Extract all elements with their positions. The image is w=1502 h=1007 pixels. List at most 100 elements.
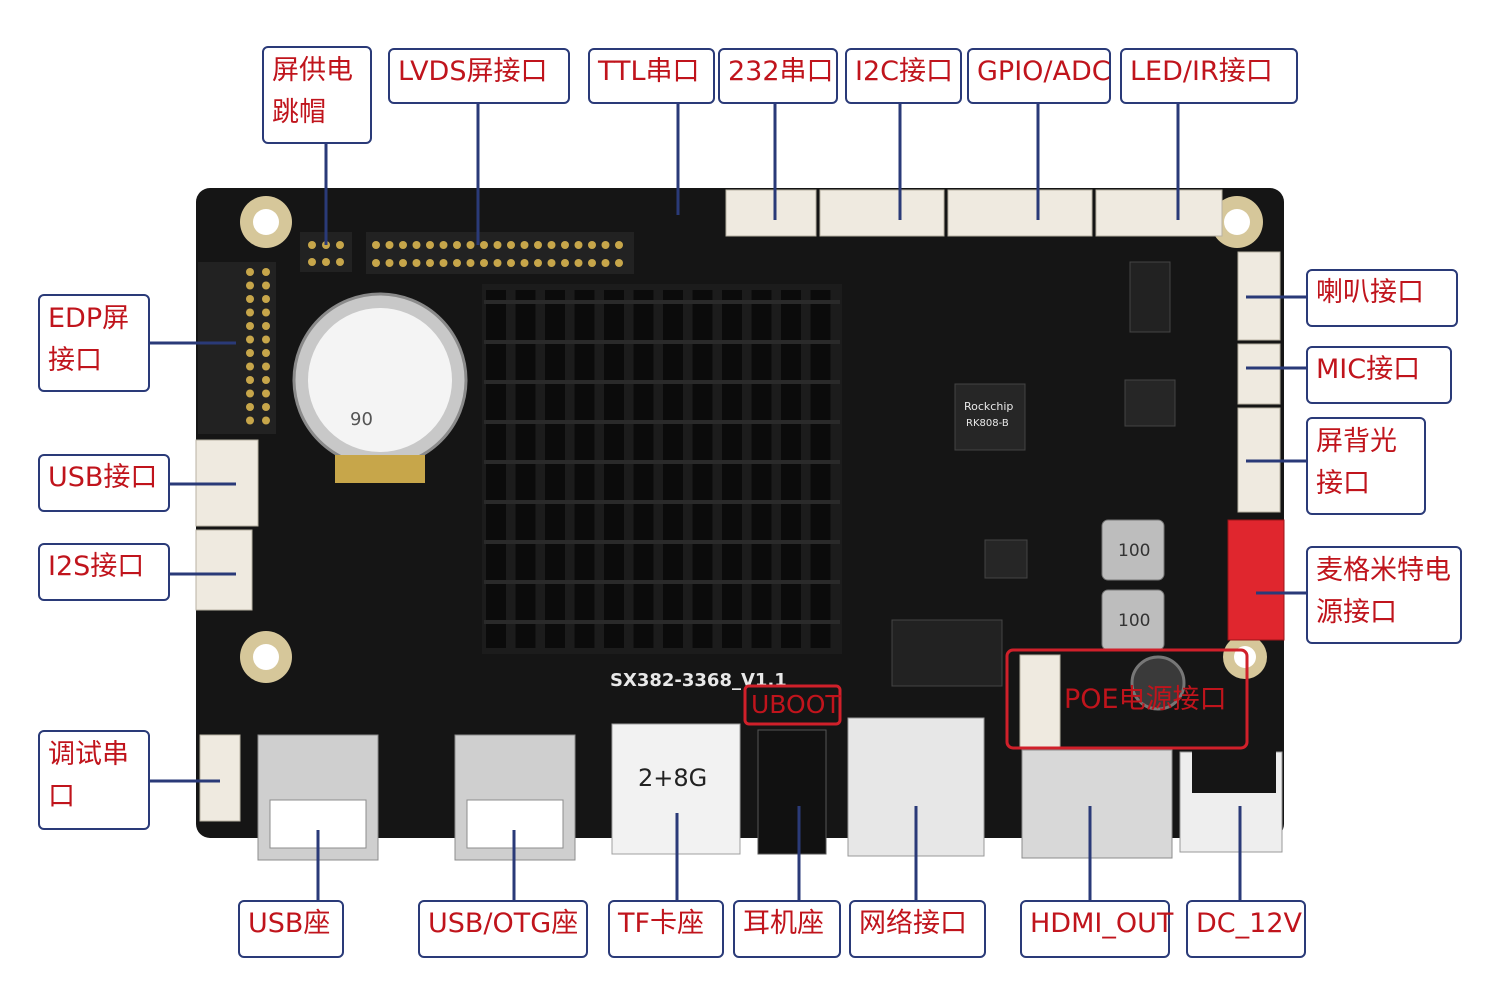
header-pin	[246, 349, 254, 357]
header-pin	[372, 241, 380, 249]
poe-connector	[1019, 654, 1061, 748]
battery-text: 90	[350, 409, 373, 430]
header-pin	[507, 241, 515, 249]
header-pin	[561, 259, 569, 267]
header-pin	[601, 241, 610, 249]
header-pin	[246, 376, 254, 384]
header-pin	[574, 259, 583, 267]
label-ttl-serial: TTL串口	[588, 48, 715, 104]
header-pin	[322, 258, 330, 266]
header-pin	[547, 241, 556, 249]
header-pin	[336, 258, 344, 266]
label-hdmi-out: HDMI_OUT	[1020, 900, 1173, 958]
label-led-ir-port: LED/IR接口	[1120, 48, 1298, 104]
header-pin	[493, 241, 502, 249]
heatsink-fin	[604, 290, 624, 648]
header-pin	[262, 322, 270, 330]
header-pin	[246, 403, 254, 411]
header-pin	[262, 335, 270, 344]
header-pin	[547, 259, 556, 267]
pmic-chip: Rockchip RK808-B	[954, 383, 1026, 451]
header-pin	[262, 268, 270, 276]
header-pin	[262, 308, 270, 317]
heatsink-groove	[484, 420, 840, 424]
header-pin	[246, 268, 254, 276]
label-usb-port: USB接口	[38, 454, 170, 512]
header-pin	[426, 259, 434, 267]
tf-card-text: 2+8G	[638, 764, 707, 792]
header-pin	[262, 389, 270, 398]
header-pin	[588, 241, 596, 249]
header-pin	[534, 259, 542, 267]
coin-battery: 90	[292, 292, 468, 483]
label-uboot: UBOOT	[751, 690, 841, 719]
header-pin	[480, 259, 488, 267]
header-pin	[385, 241, 394, 249]
header-pin	[262, 349, 270, 357]
header-pin	[262, 362, 270, 371]
header-pin	[246, 416, 254, 425]
heatsink-fin	[545, 290, 565, 648]
header-pin	[246, 389, 254, 398]
header-pin	[399, 241, 407, 249]
label-i2c-port: I2C接口	[845, 48, 962, 104]
label-232-serial: 232串口	[718, 48, 838, 104]
small-ics	[891, 261, 1176, 687]
heatsink-groove	[484, 380, 840, 384]
label-usb-socket: USB座	[238, 900, 344, 958]
header-pin	[453, 241, 461, 249]
header-pin	[453, 259, 461, 267]
top-white-connectors	[725, 189, 1223, 237]
leader-lines	[148, 103, 1306, 900]
header-pin	[574, 241, 583, 249]
label-tf-socket: TF卡座	[608, 900, 724, 958]
capacitor	[1130, 655, 1186, 711]
header-pin	[439, 241, 448, 249]
header-pin	[561, 241, 569, 249]
header-pin	[372, 259, 380, 267]
label-headphone-socket: 耳机座	[733, 900, 841, 958]
header-pin	[615, 259, 623, 267]
header-pin	[412, 259, 421, 267]
heatsink-fin	[751, 290, 772, 648]
heatsink-fins	[484, 290, 840, 648]
label-lvds-port: LVDS屏接口	[388, 48, 570, 104]
inductor-text-2: 100	[1118, 611, 1150, 631]
header-pin	[262, 281, 270, 290]
header-pin	[493, 259, 502, 267]
header-pin	[385, 259, 394, 267]
heatsink-fin	[633, 290, 654, 648]
heatsink-fin	[781, 290, 801, 648]
header-pin	[336, 241, 344, 249]
header-pin	[246, 295, 254, 303]
highlight-boxes	[743, 648, 1249, 750]
label-screen-power-jumper: 屏供电跳帽	[262, 46, 372, 144]
header-pin	[601, 259, 610, 267]
label-backlight-port: 屏背光接口	[1306, 417, 1426, 515]
top-pins	[308, 241, 623, 267]
header-pin	[480, 241, 488, 249]
label-power-port: 麦格米特电源接口	[1306, 546, 1462, 644]
heatsink-groove	[484, 580, 840, 584]
header-pin	[426, 241, 434, 249]
label-ethernet-port: 网络接口	[849, 900, 986, 958]
header-pin	[262, 295, 270, 303]
heatsink-fin	[810, 290, 831, 648]
header-pin	[466, 259, 475, 267]
header-pin	[439, 259, 448, 267]
header-pin	[466, 241, 475, 249]
header-pin	[520, 259, 529, 267]
heatsink-fin	[574, 290, 595, 648]
label-usb-otg-socket: USB/OTG座	[418, 900, 588, 958]
label-i2s-port: I2S接口	[38, 543, 170, 601]
heatsink-fin	[515, 290, 536, 648]
header-pin	[246, 308, 254, 317]
header-pin	[534, 241, 542, 249]
bottom-sockets: 2+8G	[257, 717, 1283, 861]
top-pin-headers	[300, 232, 634, 274]
inductors: 100 100	[1101, 519, 1165, 651]
inductor-text-1: 100	[1118, 541, 1150, 561]
left-pins	[246, 268, 270, 425]
